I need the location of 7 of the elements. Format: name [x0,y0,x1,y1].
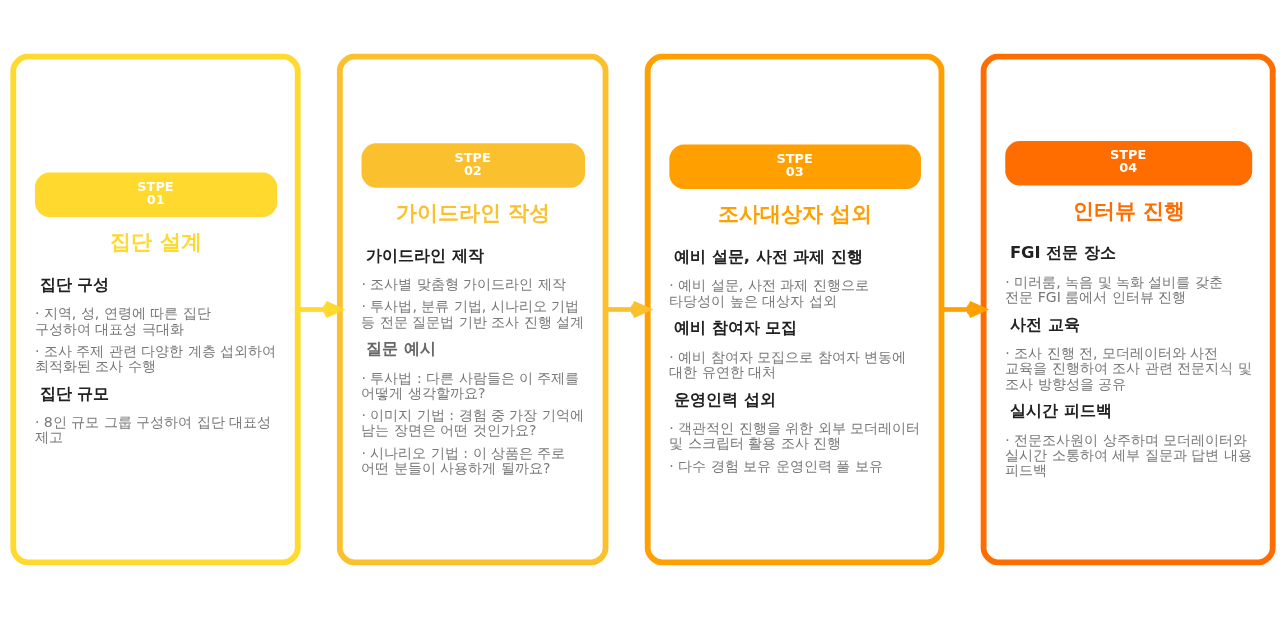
node-box: STPE 01 집단 설계 집단 구성 · 지역, 성, 연령에 따른 집단 구성하여 대표성 극대화 · 조사 주제 관련 다양한 계층 섭외하여 최적화된 조사 수행 집단 규모 · 8인 규모 그룹 구성하여 집단 대표성 제고 [10,53,301,566]
node-box: STPE 02 가이드라인 작성 가이드라인 제작 · 조사별 맞춤형 가이드라인 제작 · 투사법, 분류 기법, 시나리오 기법 등 전문 질문법 기반 조사 진행 설계 질문 예시 · 투사법 : 다른 사람들은 이 주제를 어떻게 생각할까요? · 이미지 기법 : 경험 중 가장 기억에 남는 장면은 어떤 것인가요? · 시나리오 기법 : 이 상품은 주로 어떤 분들이 사용하게 될까요? [336,53,609,566]
arrow [941,300,986,319]
arrow [298,300,343,319]
node-box: STPE 04 인터뷰 진행 FGI 전문 장소 · 미러룸, 녹음 및 녹화 설비를 갖춘 전문 FGI 룸에서 인터뷰 진행 사전 교육 · 조사 진행 전, 모더레이터와 사전 교육을 진행하여 조사 관련 전문지식 및 조사 방향성을 공유 실시간 피드백 · 전문조사원이 상주하며 모더레이터와 실시간 소통하여 세부 질문과 답변 내용 피드백 [980,53,1276,566]
node-box: STPE 03 조사대상자 섭외 예비 설문, 사전 과제 진행 · 예비 설문, 사전 과제 진행으로 타당성이 높은 대상자 섭외 예비 참여자 모집 · 예비 참여자 모집으로 참여자 변동에 대한 유연한 대처 운영인력 섭외 · 객관적인 진행을 위한 외부 모더레이터 및 스크립터 활용 조사 진행 · 다수 경험 보유 운영인력 풀 보유 [644,53,945,566]
arrow [605,300,650,319]
